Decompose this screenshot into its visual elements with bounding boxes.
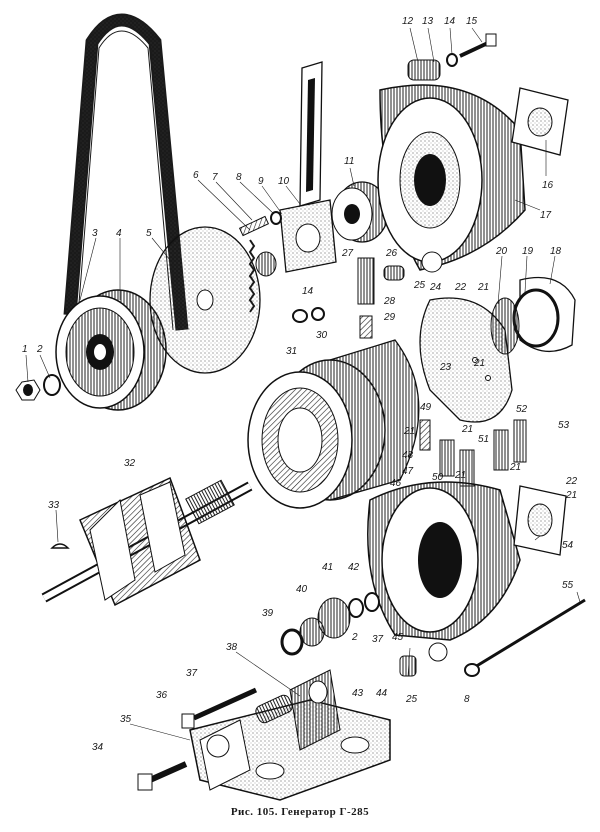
through-bolt-assembly: [407, 33, 497, 81]
callout-31: 31: [286, 346, 297, 357]
callout-36: 36: [156, 690, 168, 701]
callout-44: 44: [376, 688, 388, 699]
callout-53: 53: [558, 420, 570, 431]
callout-52: 52: [516, 404, 528, 415]
figure-caption: Рис. 105. Генератор Г-285: [230, 806, 370, 818]
callout-20: 20: [495, 246, 508, 257]
callout-25-b: 25: [405, 694, 418, 705]
callout-54: 54: [562, 540, 574, 551]
mounting-bolts: [137, 655, 417, 791]
callout-2-rear: 2: [351, 632, 358, 643]
callout-21-b: 21: [403, 426, 415, 437]
callout-5: 5: [146, 228, 152, 239]
callout-41: 41: [322, 562, 333, 573]
tension-bracket: [279, 61, 337, 273]
pulley-nut: [15, 379, 41, 401]
callout-35: 35: [120, 714, 132, 725]
callout-10: 10: [278, 176, 290, 187]
callout-21-c: 21: [461, 424, 473, 435]
callout-9: 9: [258, 176, 264, 187]
callout-14-terminal: 14: [302, 286, 314, 297]
rear-bearing-set: [280, 592, 380, 656]
v-belt: [63, 13, 189, 331]
rear-cover-plate: [490, 276, 576, 355]
callout-28: 28: [383, 296, 396, 307]
callout-40: 40: [296, 584, 308, 595]
callout-24: 24: [429, 282, 442, 293]
callout-19: 19: [522, 246, 534, 257]
callout-49: 49: [420, 402, 432, 413]
callout-21-e: 21: [565, 490, 577, 501]
callout-21-f: 21: [454, 470, 466, 481]
callout-4: 4: [116, 228, 122, 239]
front-cover: [377, 84, 526, 273]
callout-45: 45: [392, 632, 404, 643]
callout-16: 16: [542, 180, 554, 191]
pulley: [55, 289, 167, 411]
rectifier-plate: [419, 297, 513, 423]
callout-27: 27: [341, 248, 354, 259]
rotor: [41, 476, 253, 607]
callout-26: 26: [385, 248, 398, 259]
callout-34: 34: [92, 742, 104, 753]
callout-43: 43: [352, 688, 364, 699]
callout-37-b: 37: [372, 634, 384, 645]
rectifier-diodes: [419, 419, 527, 487]
front-bearing: [331, 181, 389, 243]
callout-7: 7: [212, 172, 218, 183]
rear-cover: [367, 481, 521, 662]
callout-15: 15: [466, 16, 478, 27]
rotor-key: [50, 543, 70, 549]
fan: [149, 226, 261, 374]
callout-6: 6: [193, 170, 199, 181]
callout-8: 8: [236, 172, 242, 183]
callout-3: 3: [92, 228, 98, 239]
callout-38: 38: [226, 642, 238, 653]
pulley-washer: [43, 374, 61, 396]
rear-bearing-cap: [513, 485, 567, 556]
stator: [247, 339, 420, 509]
callout-22: 22: [454, 282, 467, 293]
callout-14: 14: [444, 16, 456, 27]
terminal-posts: [292, 257, 405, 339]
callout-46: 46: [390, 478, 402, 489]
callout-labels: 1 2 3 4 5 6 7 8 9 10 11 12 13 14 15 16 1…: [22, 16, 578, 753]
callout-11: 11: [344, 156, 354, 167]
callout-12: 12: [402, 16, 414, 27]
callout-32: 32: [124, 458, 136, 469]
callout-47: 47: [402, 466, 414, 477]
gasket: [511, 87, 569, 156]
mounting-bracket: [189, 669, 391, 801]
callout-17: 17: [540, 210, 552, 221]
callout-21-a: 21: [473, 358, 485, 369]
tension-bolt-parts: [238, 211, 282, 277]
callout-50: 50: [432, 472, 444, 483]
callout-51: 51: [478, 434, 489, 445]
long-bolt: [464, 598, 586, 677]
callout-21: 21: [477, 282, 489, 293]
callout-37: 37: [186, 668, 198, 679]
callout-55: 55: [562, 580, 574, 591]
callout-8-rear: 8: [464, 694, 470, 705]
callout-2: 2: [36, 344, 43, 355]
callout-18: 18: [550, 246, 562, 257]
callout-29: 29: [383, 312, 396, 323]
callout-42: 42: [348, 562, 360, 573]
callout-33: 33: [48, 500, 60, 511]
callout-13: 13: [422, 16, 434, 27]
callout-30: 30: [316, 330, 328, 341]
callout-22-b: 22: [565, 476, 578, 487]
callout-25: 25: [413, 280, 426, 291]
callout-1: 1: [22, 344, 28, 355]
callout-39: 39: [262, 608, 274, 619]
callout-23: 23: [439, 362, 452, 373]
callout-48: 48: [402, 450, 414, 461]
callout-21-d: 21: [509, 462, 521, 473]
leader-lines: [25, 27, 581, 741]
